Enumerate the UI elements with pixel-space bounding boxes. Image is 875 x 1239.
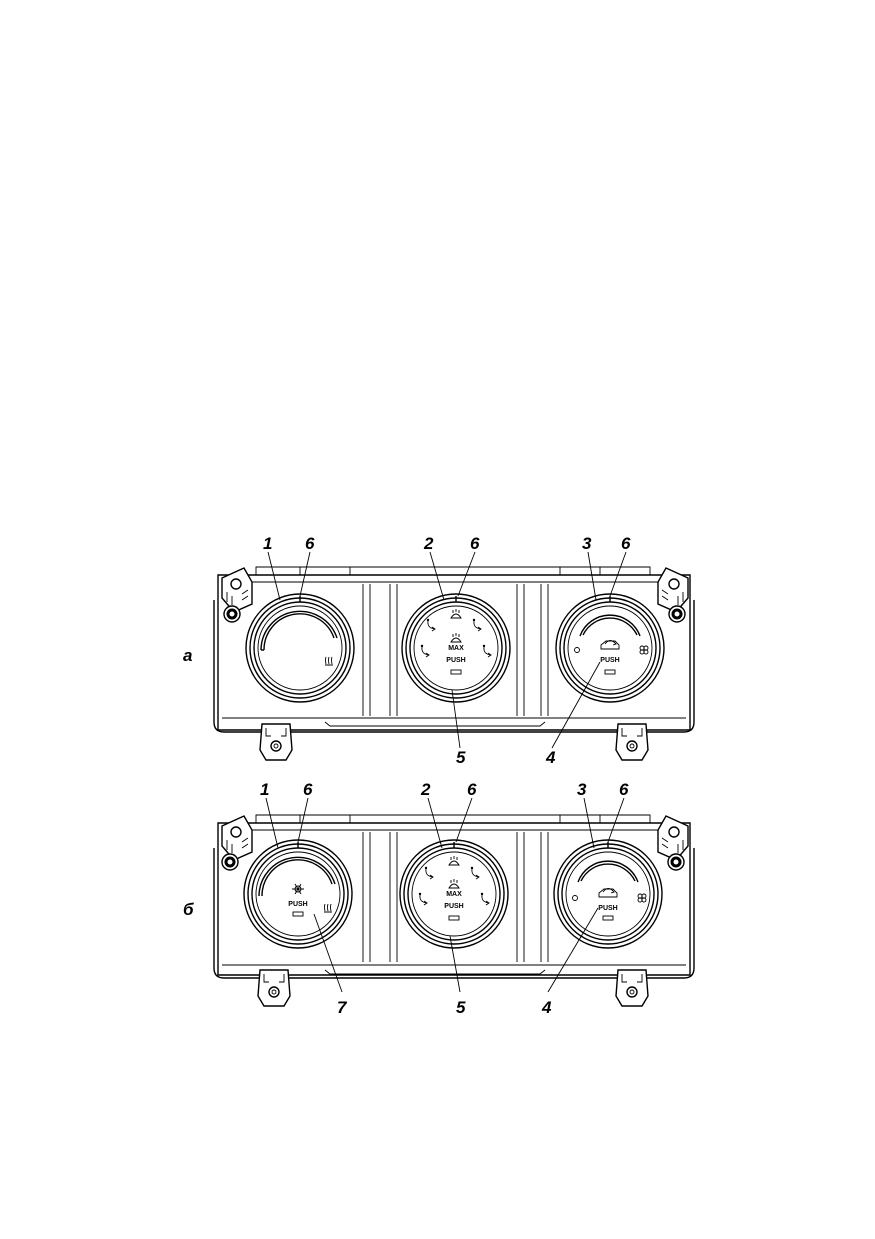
fan-icon bbox=[639, 645, 649, 655]
callout-1: 1 bbox=[263, 534, 272, 553]
control-panel-a: MAX PUSH PUSH 1 6 bbox=[183, 534, 695, 767]
indicator-led bbox=[448, 915, 460, 921]
defrost-icon bbox=[450, 608, 462, 619]
callout-6: 6 bbox=[621, 534, 631, 553]
callout-6: 6 bbox=[467, 780, 477, 799]
callout-6: 6 bbox=[303, 780, 313, 799]
fan-off-icon bbox=[572, 895, 578, 901]
callout-4: 4 bbox=[545, 748, 556, 767]
callout-6: 6 bbox=[470, 534, 480, 553]
max-label: MAX bbox=[448, 645, 464, 652]
fan-icon bbox=[637, 893, 647, 903]
push-label: PUSH bbox=[598, 905, 617, 912]
air-distribution-knob[interactable]: MAX PUSH bbox=[401, 593, 511, 703]
defrost-icon bbox=[448, 855, 460, 866]
airflow-face-icon bbox=[472, 618, 482, 632]
callout-3: 3 bbox=[577, 780, 587, 799]
max-label: MAX bbox=[446, 891, 462, 898]
screw-head-icon bbox=[668, 605, 686, 623]
temperature-knob[interactable] bbox=[245, 593, 355, 703]
indicator-led bbox=[604, 669, 616, 675]
fan-speed-knob[interactable]: PUSH bbox=[553, 839, 663, 949]
mounting-tab-icon bbox=[615, 969, 649, 1007]
fan-speed-knob[interactable]: PUSH bbox=[555, 593, 665, 703]
airflow-feet-icon bbox=[480, 892, 490, 906]
callout-5: 5 bbox=[456, 998, 466, 1017]
push-label: PUSH bbox=[600, 657, 619, 664]
callout-7: 7 bbox=[337, 998, 348, 1017]
callout-5: 5 bbox=[456, 748, 466, 767]
callout-6: 6 bbox=[619, 780, 629, 799]
heater-icon bbox=[324, 903, 332, 913]
callout-1: 1 bbox=[260, 780, 269, 799]
push-label: PUSH bbox=[444, 903, 463, 910]
callout-3: 3 bbox=[582, 534, 592, 553]
air-distribution-knob[interactable]: MAX PUSH bbox=[399, 839, 509, 949]
mounting-tab-icon bbox=[615, 723, 649, 761]
airflow-feet-icon bbox=[482, 644, 492, 658]
heater-icon bbox=[325, 656, 333, 666]
callout-2: 2 bbox=[423, 534, 434, 553]
push-label: PUSH bbox=[446, 657, 465, 664]
temperature-knob[interactable]: PUSH bbox=[243, 839, 353, 949]
ac-snowflake-icon bbox=[292, 883, 304, 895]
indicator-led bbox=[292, 911, 304, 917]
airflow-feet-icon bbox=[418, 892, 428, 906]
screw-head-icon bbox=[223, 605, 241, 623]
airflow-face-icon bbox=[424, 866, 434, 880]
panel-label: б bbox=[183, 900, 194, 919]
defrost-icon bbox=[448, 878, 460, 889]
screw-head-icon bbox=[221, 853, 239, 871]
airflow-face-icon bbox=[426, 618, 436, 632]
defrost-icon bbox=[450, 632, 462, 643]
screw-head-icon bbox=[667, 853, 685, 871]
push-label: PUSH bbox=[288, 901, 307, 908]
mounting-tab-icon bbox=[259, 723, 293, 761]
recirculation-car-icon bbox=[598, 888, 618, 898]
callout-6: 6 bbox=[305, 534, 315, 553]
indicator-led bbox=[450, 669, 462, 675]
panel-label: а bbox=[183, 646, 192, 665]
airflow-face-icon bbox=[470, 866, 480, 880]
mounting-tab-icon bbox=[257, 969, 291, 1007]
recirculation-car-icon bbox=[600, 640, 620, 650]
callout-2: 2 bbox=[420, 780, 431, 799]
callout-4: 4 bbox=[541, 998, 552, 1017]
indicator-led bbox=[602, 915, 614, 921]
control-panel-b: PUSH MAX PUSH bbox=[183, 780, 695, 1017]
fan-off-icon bbox=[574, 647, 580, 653]
airflow-feet-icon bbox=[420, 644, 430, 658]
